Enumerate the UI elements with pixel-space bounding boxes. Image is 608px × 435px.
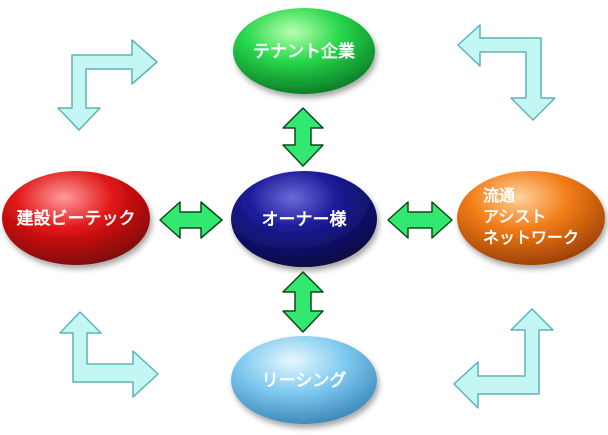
node-builder-label: 建設ビーテック (17, 208, 136, 229)
node-builder: 建設ビーテック (2, 171, 150, 265)
node-leasing: リーシング (231, 336, 377, 424)
cycle-arrow-top-right (457, 24, 556, 121)
connector-owner-distribution (387, 201, 453, 239)
connector-builder-owner (159, 201, 223, 239)
node-owner-label: オーナー様 (262, 209, 348, 230)
node-distribution: 流通 アシスト ネットワーク (457, 171, 605, 265)
node-distribution-line-3: ネットワーク (483, 228, 579, 247)
connector-owner-leasing (282, 271, 324, 333)
node-leasing-label: リーシング (262, 370, 347, 391)
cycle-arrow-top-left (57, 39, 158, 131)
node-distribution-line-2: アシスト (483, 207, 546, 226)
node-owner: オーナー様 (231, 171, 377, 267)
node-tenant: テナント企業 (233, 8, 375, 94)
node-tenant-label: テナント企業 (253, 41, 355, 62)
connector-tenant-owner (282, 107, 324, 167)
cycle-arrow-bottom-left (59, 311, 159, 398)
cycle-arrow-bottom-right (453, 308, 554, 409)
node-distribution-line-1: 流通 (483, 186, 515, 205)
